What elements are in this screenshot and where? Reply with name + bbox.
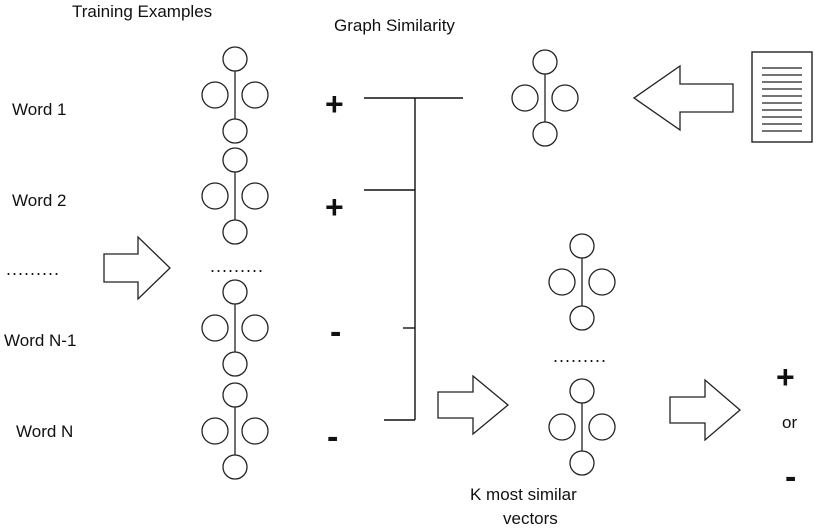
vectors-label: vectors [503,509,558,528]
query-graph-icon [511,49,579,147]
word-label-2: Word 2 [12,191,67,210]
graph-similarity-heading: Graph Similarity [334,16,455,35]
document-icon [751,51,813,143]
graph-icon-word-n [201,382,269,480]
word-label-n: Word N [16,422,73,441]
similarity-connector [364,97,463,421]
graph-icon-word-2 [201,147,269,245]
result-minus: - [785,458,796,496]
training-examples-heading: Training Examples [72,2,212,21]
graph-icon-word-1 [201,46,269,144]
word-ellipsis: ......... [6,259,60,279]
similar-graph-icon-2 [548,378,616,476]
sign-word-n: - [327,418,338,456]
similar-ellipsis: ......... [553,346,607,366]
graph-icon-word-n-1 [201,279,269,377]
sign-word-n-1: - [330,313,341,351]
k-most-similar-label: K most similar [470,485,577,504]
result-arrow-icon [669,378,741,442]
result-plus: + [776,359,795,395]
word-label-n-1: Word N-1 [4,331,76,350]
sign-word-2: + [325,189,344,225]
similar-graph-icon-1 [548,233,616,331]
result-or: or [782,413,797,432]
document-arrow-icon [632,64,734,132]
graph-ellipsis: ......... [210,256,264,276]
word-label-1: Word 1 [12,100,67,119]
sign-word-1: + [325,86,344,122]
similar-arrow-icon [437,374,510,436]
input-arrow-icon [103,235,171,301]
